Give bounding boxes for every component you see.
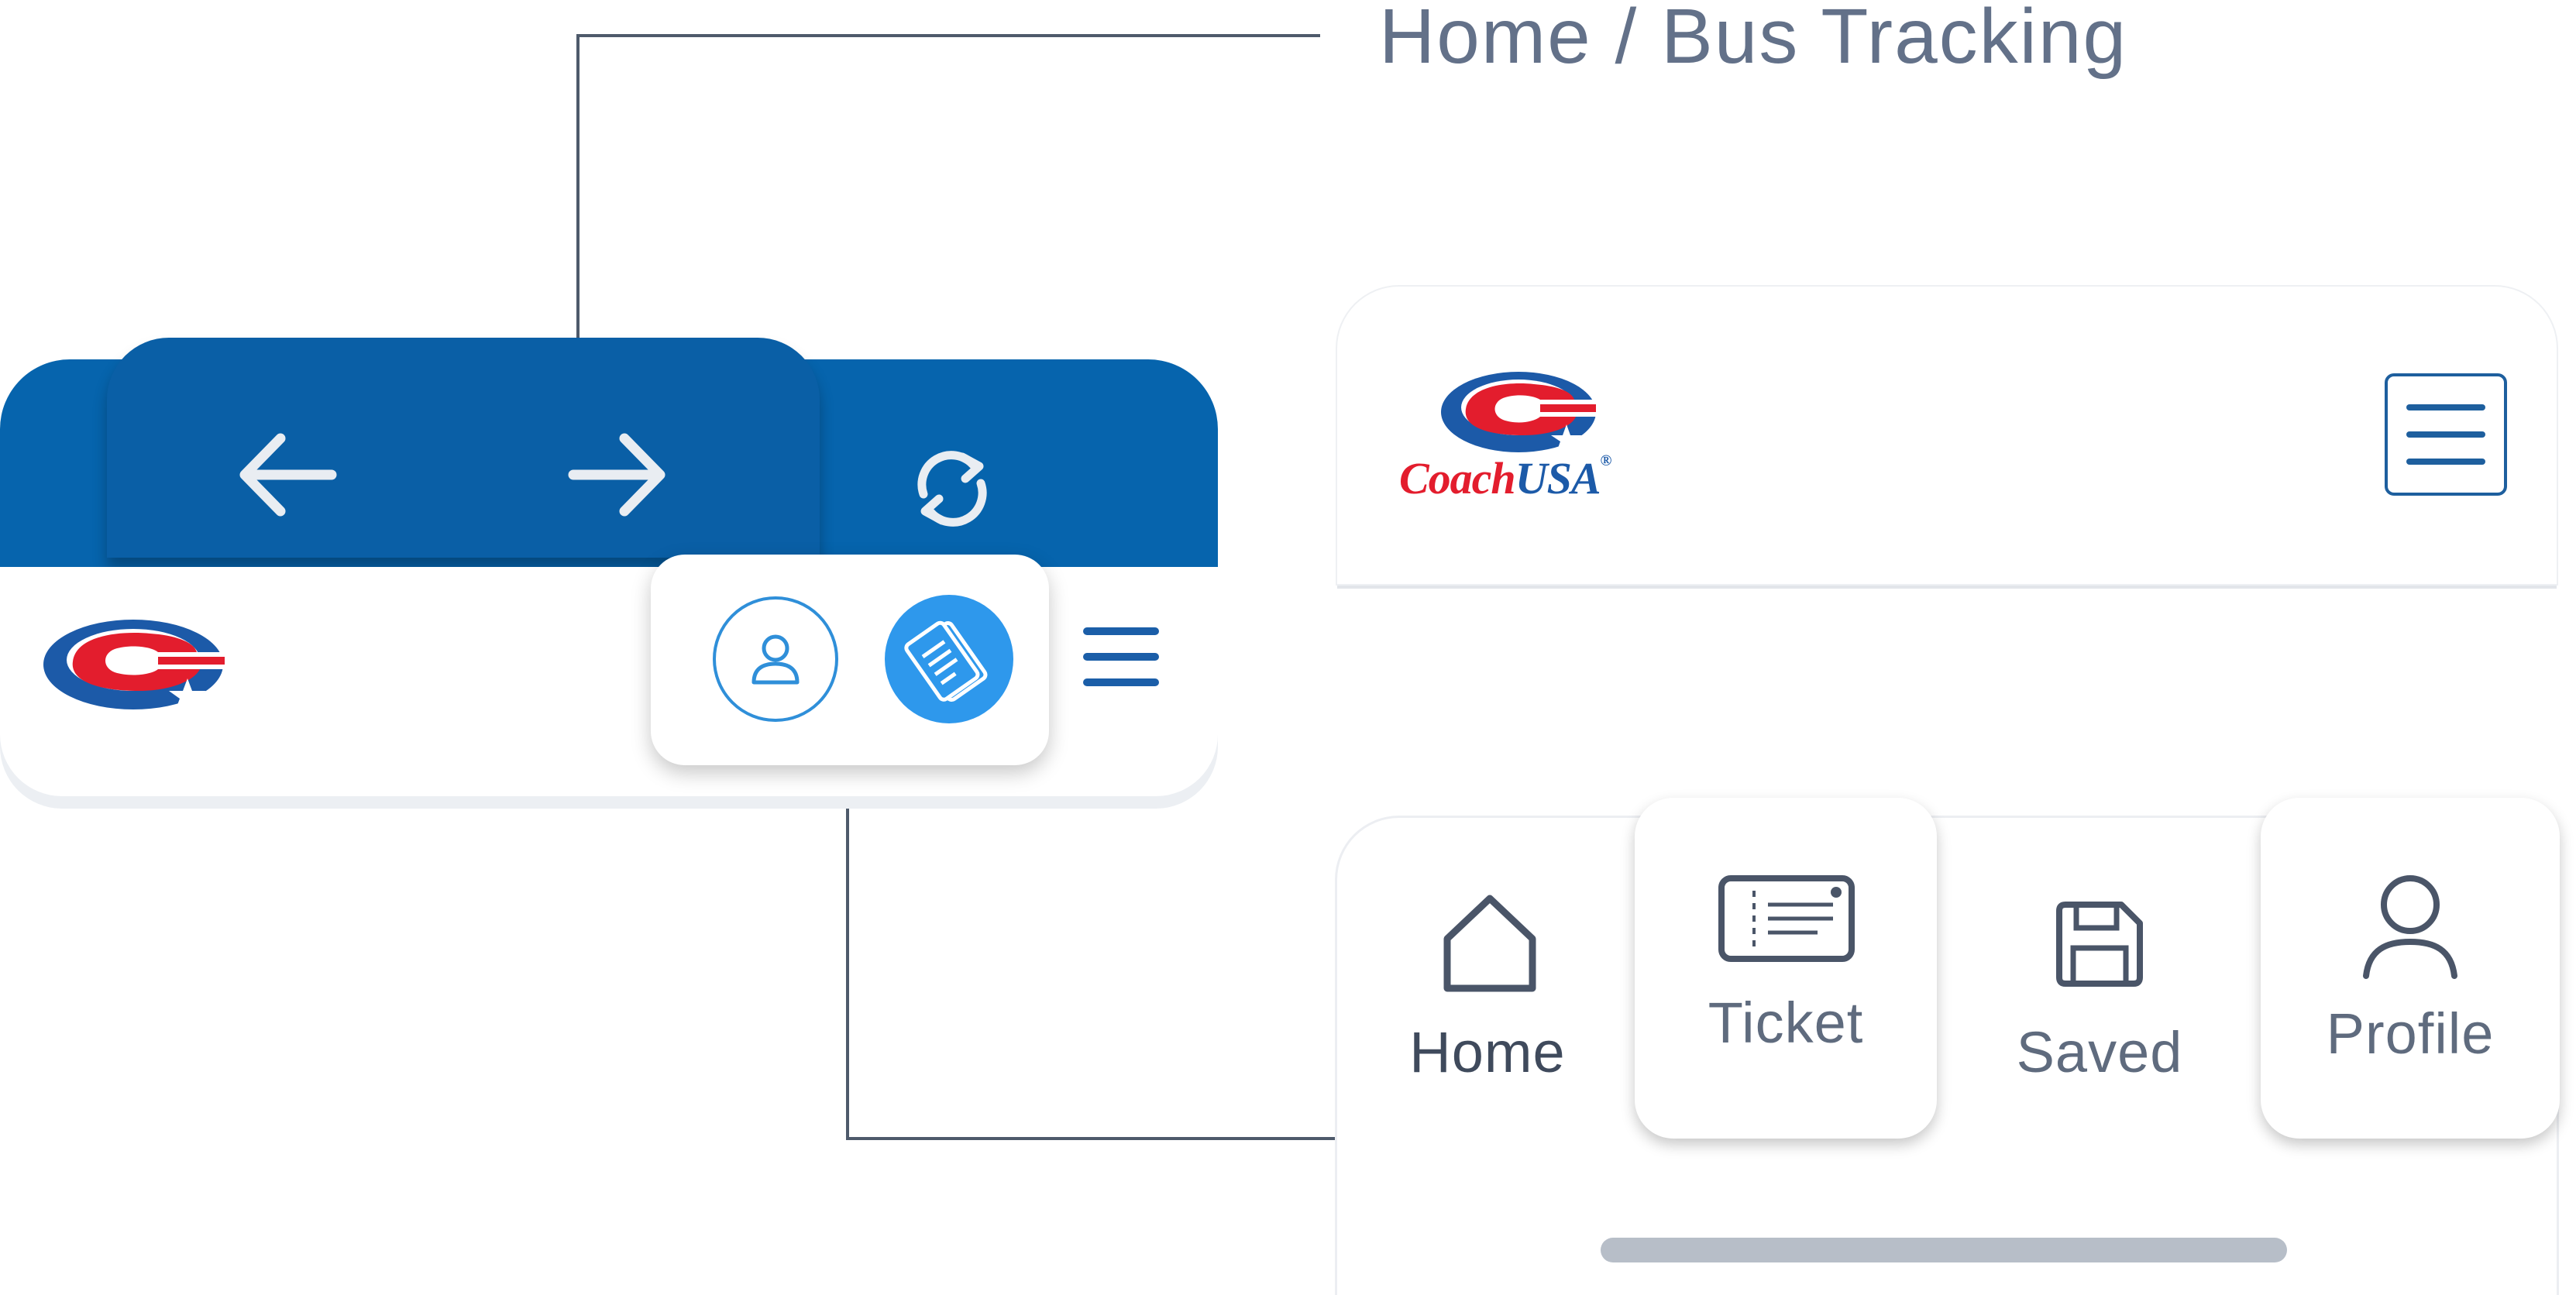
tab-profile-highlight xyxy=(2261,798,2560,1139)
logo-wordmark: CoachUSA® xyxy=(1399,452,1611,504)
arrow-right-icon[interactable] xyxy=(564,424,672,525)
ticket-button[interactable] xyxy=(885,595,1013,723)
logo-registered-mark: ® xyxy=(1600,452,1612,469)
logo-text-coach: Coach xyxy=(1399,453,1516,503)
save-icon xyxy=(2056,902,2143,987)
logo-text-usa: USA xyxy=(1515,453,1601,503)
tab-profile[interactable]: Profile xyxy=(2261,860,2560,1092)
leader-line-bottom-horizontal xyxy=(846,1137,1593,1140)
ticket-icon xyxy=(904,620,988,702)
home-indicator-bar xyxy=(1601,1238,2287,1262)
hamburger-menu-icon[interactable] xyxy=(1082,624,1161,689)
tab-home[interactable]: Home xyxy=(1364,875,1611,1115)
tab-saved[interactable]: Saved xyxy=(1968,883,2231,1115)
user-icon xyxy=(751,634,800,685)
arrow-left-icon[interactable] xyxy=(232,424,341,525)
tab-profile-label: Profile xyxy=(2326,1001,2495,1066)
tab-ticket[interactable]: Ticket xyxy=(1635,860,1937,1092)
leader-line-bottom-vertical xyxy=(846,764,849,1140)
home-icon xyxy=(1443,895,1536,992)
profile-button[interactable] xyxy=(713,596,838,722)
tab-saved-label: Saved xyxy=(2016,1020,2183,1084)
leader-line-top-vertical xyxy=(576,34,580,410)
ticket-icon xyxy=(1718,875,1855,962)
leader-line-top-horizontal xyxy=(576,34,1320,37)
hamburger-menu-icon xyxy=(2406,404,2485,465)
tab-home-label: Home xyxy=(1409,1020,1566,1084)
user-icon xyxy=(2363,875,2457,979)
tab-ticket-label: Ticket xyxy=(1708,991,1864,1055)
tab-ticket-highlight xyxy=(1635,798,1937,1139)
browser-nav-group xyxy=(107,338,820,558)
coach-usa-logo-mark[interactable] xyxy=(42,617,231,714)
refresh-icon[interactable] xyxy=(906,443,998,534)
page-title: Home / Bus Tracking xyxy=(1379,0,2128,80)
menu-button[interactable] xyxy=(2385,373,2507,496)
coach-usa-logo[interactable]: CoachUSA® xyxy=(1395,369,1650,504)
